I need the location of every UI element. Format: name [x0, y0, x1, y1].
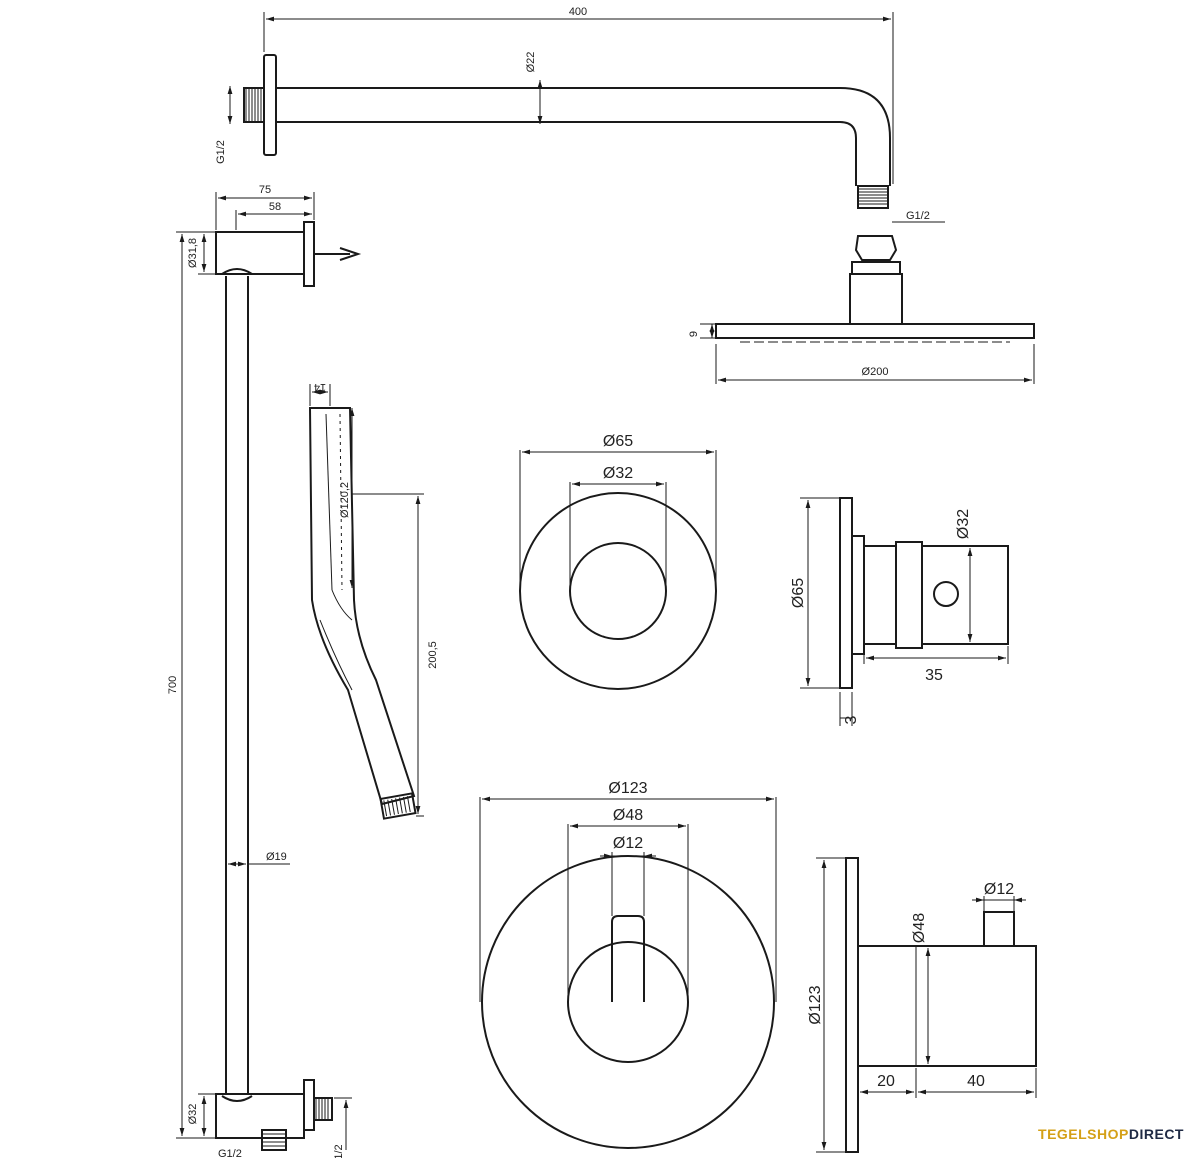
large-rosette-knob-label: Ø12 [613, 835, 643, 852]
arm-diameter-label: Ø22 [525, 52, 537, 73]
bar-bottom-thread-label: G1/2 [218, 1148, 242, 1158]
shower-arm [243, 54, 1035, 343]
bar-dimensions: 75 58 Ø31,8 700 Ø19 Ø32 G1/2 1/2 [167, 184, 352, 1158]
hand-shower [308, 407, 417, 820]
bar-top-diameter-label: Ø31,8 [187, 238, 199, 268]
brand-logo-part1: TEGELSHOP [1038, 1126, 1129, 1142]
large-valve-dimensions: Ø12 Ø48 Ø123 20 40 [807, 857, 1037, 1153]
large-valve-body-label: Ø48 [911, 913, 928, 943]
small-valve-plate-label: 3 [843, 715, 860, 724]
head-thickness-label: 9 [688, 331, 700, 337]
head-diameter-label: Ø200 [862, 366, 889, 378]
large-rosette-mid-label: Ø48 [613, 807, 643, 824]
brand-logo[interactable]: TEGELSHOPDIRECT [1038, 1126, 1184, 1142]
large-rosette-outer-label: Ø123 [608, 780, 647, 797]
small-valve-body-label: Ø32 [955, 509, 972, 539]
bar-bottom-half-label: 1/2 [333, 1144, 345, 1158]
small-valve [839, 497, 1009, 689]
small-rosette-outer-label: Ø65 [603, 433, 633, 450]
bar-offset-75-label: 75 [259, 184, 271, 196]
small-rosette-inner-label: Ø32 [603, 465, 633, 482]
head-thread-label: G1/2 [906, 210, 930, 222]
bar-diameter-label: Ø19 [266, 851, 287, 863]
small-rosette: Ø65 Ø32 [519, 433, 717, 690]
bar-bottom-diameter-label: Ø32 [187, 1104, 199, 1125]
small-valve-dimensions: Ø65 Ø32 35 3 [790, 497, 1009, 726]
hand-width-label: 14 [314, 381, 326, 393]
hand-diameter-label: Ø120,2 [339, 482, 351, 518]
large-rosette: Ø123 Ø48 Ø12 [479, 780, 777, 1149]
large-valve [845, 857, 1037, 1153]
large-valve-depth-label: 40 [967, 1073, 985, 1090]
small-valve-height-label: Ø65 [790, 578, 807, 608]
slide-bar [215, 221, 362, 1151]
hand-length-label: 200,5 [427, 641, 439, 669]
wall-thread-label: G1/2 [215, 140, 227, 164]
bar-length-label: 700 [167, 676, 179, 694]
brand-logo-part2: DIRECT [1128, 1126, 1184, 1142]
large-valve-offset-label: 20 [877, 1073, 895, 1090]
bar-offset-58-label: 58 [269, 201, 281, 213]
arm-length-label: 400 [569, 6, 587, 18]
large-valve-knob-label: Ø12 [984, 881, 1014, 898]
arm-dimensions: 400 Ø22 G1/2 G1/2 9 Ø200 [215, 6, 1035, 384]
large-valve-height-label: Ø123 [807, 985, 824, 1024]
small-valve-depth-label: 35 [925, 667, 943, 684]
hand-shower-dimensions: 14 Ø120,2 200,5 [309, 381, 439, 817]
